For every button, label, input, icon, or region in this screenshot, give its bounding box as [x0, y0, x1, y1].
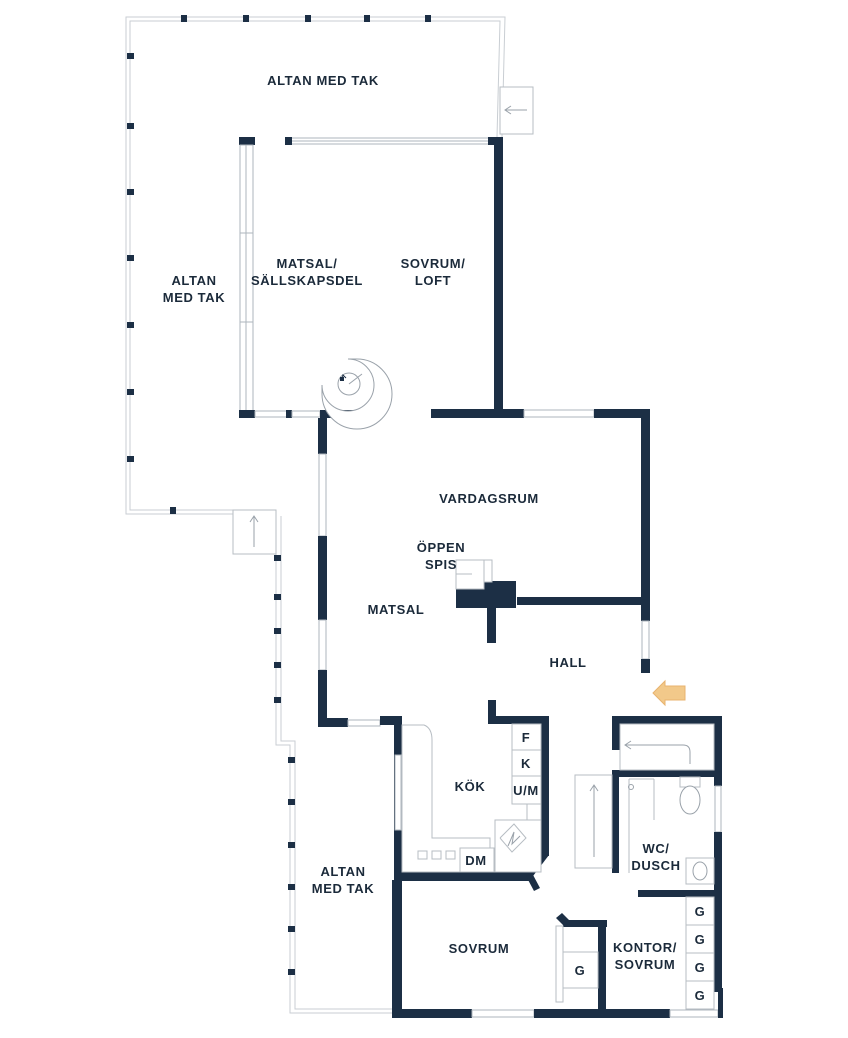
- label-freezer: K: [521, 756, 531, 771]
- label-sovrum-loft-line2: LOFT: [415, 273, 451, 288]
- label-closet-kontor-2: G: [695, 932, 706, 947]
- label-oven-micro: U/M: [513, 783, 539, 798]
- label-closet-sovrum: G: [575, 963, 586, 978]
- label-fridge: F: [522, 730, 531, 745]
- label-kok: KÖK: [455, 779, 486, 794]
- label-wc-line1: WC/: [642, 841, 669, 856]
- label-kontor-line2: SOVRUM: [615, 957, 676, 972]
- main-floor-walls: [318, 409, 723, 1018]
- label-hall: HALL: [549, 655, 586, 670]
- label-sovrum-loft-line1: SOVRUM/: [401, 256, 466, 271]
- deck-steps: [232, 86, 534, 555]
- label-matsal: MATSAL: [368, 602, 425, 617]
- fixtures: [401, 679, 715, 1010]
- label-vardagsrum: VARDAGSRUM: [439, 491, 539, 506]
- label-altan-left-line1: ALTAN: [171, 273, 216, 288]
- label-closet-kontor-3: G: [695, 960, 706, 975]
- label-dishwasher: DM: [465, 853, 486, 868]
- label-altan-top: ALTAN MED TAK: [267, 73, 379, 88]
- label-oppen-spis-line1: ÖPPEN: [417, 540, 466, 555]
- label-wc-line2: DUSCH: [631, 858, 680, 873]
- label-matsal-sall-line2: SÄLLSKAPSDEL: [251, 273, 363, 288]
- label-oppen-spis-line2: SPIS: [425, 557, 457, 572]
- label-closet-kontor-4: G: [695, 988, 706, 1003]
- label-altan-bottom-line1: ALTAN: [320, 864, 365, 879]
- label-sovrum: SOVRUM: [449, 941, 510, 956]
- label-altan-left-line2: MED TAK: [163, 290, 225, 305]
- spiral-stair: [321, 358, 393, 430]
- label-matsal-sall-line1: MATSAL/: [276, 256, 337, 271]
- label-kontor-line1: KONTOR/: [613, 940, 677, 955]
- room-labels: ALTAN MED TAK ALTAN MED TAK MATSAL/ SÄLL…: [163, 73, 706, 1003]
- label-closet-kontor-1: G: [695, 904, 706, 919]
- label-altan-bottom-line2: MED TAK: [312, 881, 374, 896]
